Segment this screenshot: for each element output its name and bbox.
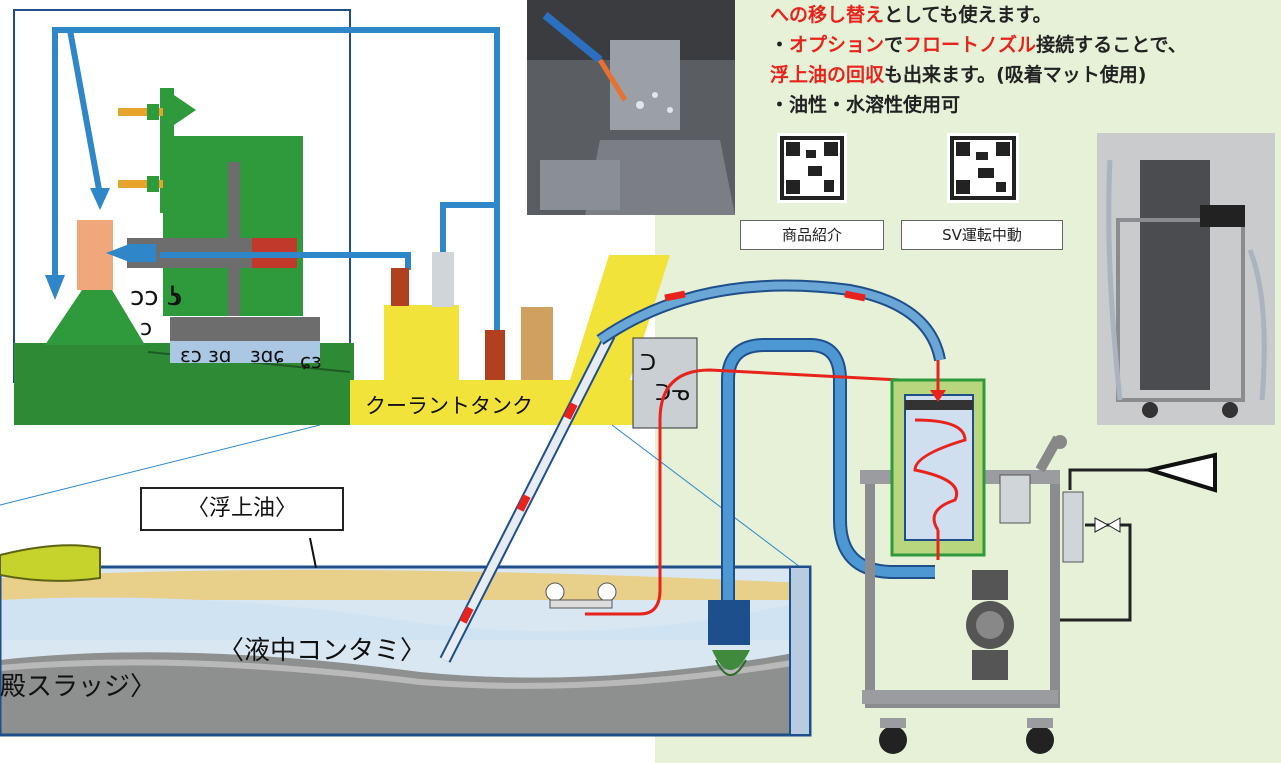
product-photo bbox=[1097, 133, 1275, 425]
description-highlight-oil-recovery: 浮上油の回収 bbox=[770, 64, 885, 86]
description-line2-mid: で bbox=[884, 34, 904, 56]
description-bullet: ・ bbox=[770, 34, 790, 56]
description-line1-rest: としても使えます。 bbox=[884, 4, 1052, 26]
qr-label-video[interactable]: SV運転中動 bbox=[901, 220, 1063, 250]
qr-code-product-icon bbox=[777, 133, 847, 203]
description-line2-rest: 接続することで、 bbox=[1036, 34, 1187, 56]
svg-text:ɛɔ ɜɑ: ɛɔ ɜɑ bbox=[180, 343, 231, 367]
description-block: への移し替えとしても使えます。 ・オプションでフロートノズル接続することで、 浮… bbox=[770, 0, 1275, 120]
svg-text:ᑐ: ᑐ bbox=[640, 351, 656, 376]
machine-tool: ɔɔ ʖ ɔ ɔ ɛɔ ɜɑ ɜɑɕ ɕɜ bbox=[13, 9, 354, 425]
separator-unit bbox=[860, 360, 1217, 754]
qr-code-video-icon bbox=[947, 133, 1019, 203]
floating-oil-pointer bbox=[309, 538, 317, 569]
submerged-suction-nozzle bbox=[708, 600, 750, 676]
coolant-tank-label: クーラントタンク bbox=[365, 394, 533, 418]
floating-oil-label: 〈浮上油〉 bbox=[140, 487, 344, 531]
description-line-4: ・油性・水溶性使用可 bbox=[770, 94, 961, 116]
description-line-1: への移し替えとしても使えます。 bbox=[770, 0, 1275, 30]
description-line3-rest: も出来ます。(吸着マット使用) bbox=[884, 64, 1147, 86]
svg-text:ɔ: ɔ bbox=[170, 286, 182, 311]
svg-text:ɕɜ: ɕɜ bbox=[300, 349, 322, 373]
liquid-contaminant-label: 〈液中コンタミ〉 bbox=[218, 636, 427, 666]
description-line-2: ・オプションでフロートノズル接続することで、 bbox=[770, 30, 1275, 60]
qr-label-product[interactable]: 商品紹介 bbox=[740, 220, 884, 250]
machining-photo bbox=[527, 0, 735, 215]
chip-box: ᑐ ᑐᓀ bbox=[632, 337, 698, 429]
svg-text:ɜɑɕ: ɜɑɕ bbox=[250, 343, 284, 367]
float-nozzle bbox=[545, 582, 617, 609]
coolant-supply-pipes bbox=[52, 27, 500, 330]
float-nozzle-line bbox=[585, 368, 920, 616]
svg-text:ɔ: ɔ bbox=[140, 316, 152, 341]
description-highlight-transfer: への移し替え bbox=[770, 4, 885, 26]
description-line-3: 浮上油の回収も出来ます。(吸着マット使用) bbox=[770, 60, 1275, 90]
sludge-label: 殿スラッジ〉 bbox=[0, 672, 157, 702]
description-highlight-option: オプション bbox=[789, 34, 885, 56]
return-hose bbox=[721, 338, 935, 600]
suction-hose bbox=[439, 279, 946, 663]
svg-text:ɔɔ ʖ: ɔɔ ʖ bbox=[130, 282, 180, 312]
description-highlight-float-nozzle: フロートノズル bbox=[903, 34, 1037, 56]
